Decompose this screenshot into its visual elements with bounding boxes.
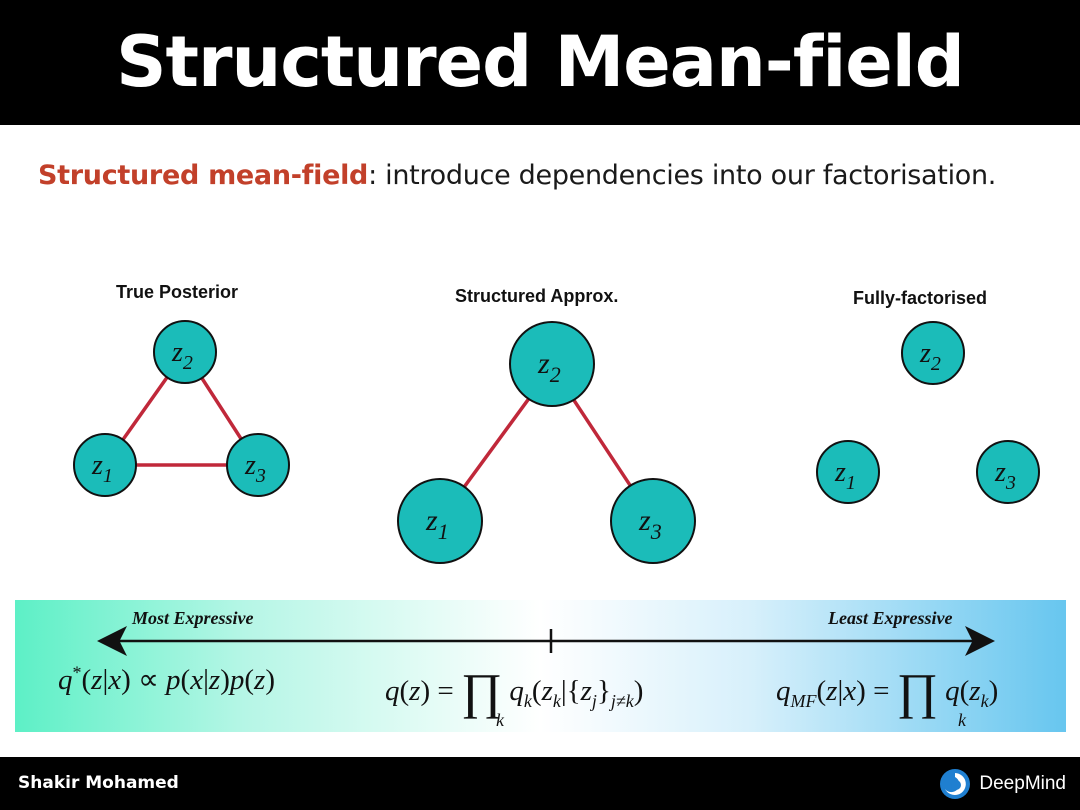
structured-formula: q(z) = ∏ qk(zk|{zj}j≠k) [385,663,644,719]
node-z2-sub: 2 [550,362,561,387]
node-z1-var: z [834,457,846,488]
node-z3: z3 [976,440,1040,504]
author-name: Shakir Mohamed [18,773,179,793]
node-z1-sub: 1 [846,472,856,494]
product-index-k: k [958,710,966,730]
svg-text:z3: z3 [994,457,1016,494]
graph-diagrams: z2 z1 z3 z2 z1 z3 z2 [73,320,1040,564]
expressiveness-axis [97,626,995,656]
node-z3-var: z [638,504,651,537]
fully-factorised-label: Fully-factorised [853,288,988,308]
node-z2: z2 [509,321,595,407]
node-z2: z2 [153,320,217,384]
svg-text:z1: z1 [834,457,856,494]
node-z3-sub: 3 [650,519,662,544]
product-index-k: k [496,710,504,730]
svg-text:z2: z2 [919,338,941,375]
node-z1-sub: 1 [103,465,113,487]
structured-approx-label: Structured Approx. [455,286,619,306]
svg-text:z2: z2 [537,347,561,387]
slide-title: Structured Mean-field [0,0,1080,125]
fully-factorised-graph: z2 z1 z3 [816,321,1040,504]
node-z1-var: z [425,504,438,537]
node-z3-sub: 3 [255,465,266,487]
node-z1-var: z [91,450,103,481]
node-z2-sub: 2 [183,352,193,374]
most-expressive-label: Most Expressive [132,608,254,628]
subtitle-highlight: Structured mean-field [38,160,369,191]
node-z3: z3 [226,433,290,497]
true-posterior-label: True Posterior [116,282,239,302]
node-z3-var: z [994,457,1006,488]
svg-text:z2: z2 [171,337,193,374]
true-posterior-formula: q*(z|x) ∝ p(x|z)p(z) [58,662,276,696]
node-z2-sub: 2 [931,353,941,375]
least-expressive-label: Least Expressive [828,608,953,628]
structured-approx-graph: z2 z1 z3 [397,321,696,564]
brand: DeepMind [939,757,1066,810]
mean-field-formula: qMF(z|x) = ∏ q(zk) [776,663,999,719]
subtitle-rest: : introduce dependencies into our factor… [368,160,997,191]
subtitle: Structured mean-field: introduce depende… [38,160,1068,191]
node-z1-sub: 1 [438,519,449,544]
svg-text:z1: z1 [91,450,113,487]
node-z1: z1 [73,433,137,497]
deepmind-logo-icon [940,768,971,799]
node-z1: z1 [816,440,880,504]
footer-bar: Shakir Mohamed DeepMind [0,757,1080,810]
brand-name: DeepMind [979,772,1066,794]
node-z2-var: z [537,347,550,380]
true-posterior-graph: z2 z1 z3 [73,320,290,497]
svg-text:z3: z3 [638,504,662,544]
expressiveness-band [15,600,1066,732]
node-z2-var: z [919,338,931,369]
svg-text:z1: z1 [425,504,449,544]
node-z3: z3 [610,478,696,564]
svg-text:z3: z3 [244,450,266,487]
node-z3-sub: 3 [1005,472,1016,494]
node-z1: z1 [397,478,483,564]
node-z2-var: z [171,337,183,368]
node-z2: z2 [901,321,965,385]
node-z3-var: z [244,450,256,481]
